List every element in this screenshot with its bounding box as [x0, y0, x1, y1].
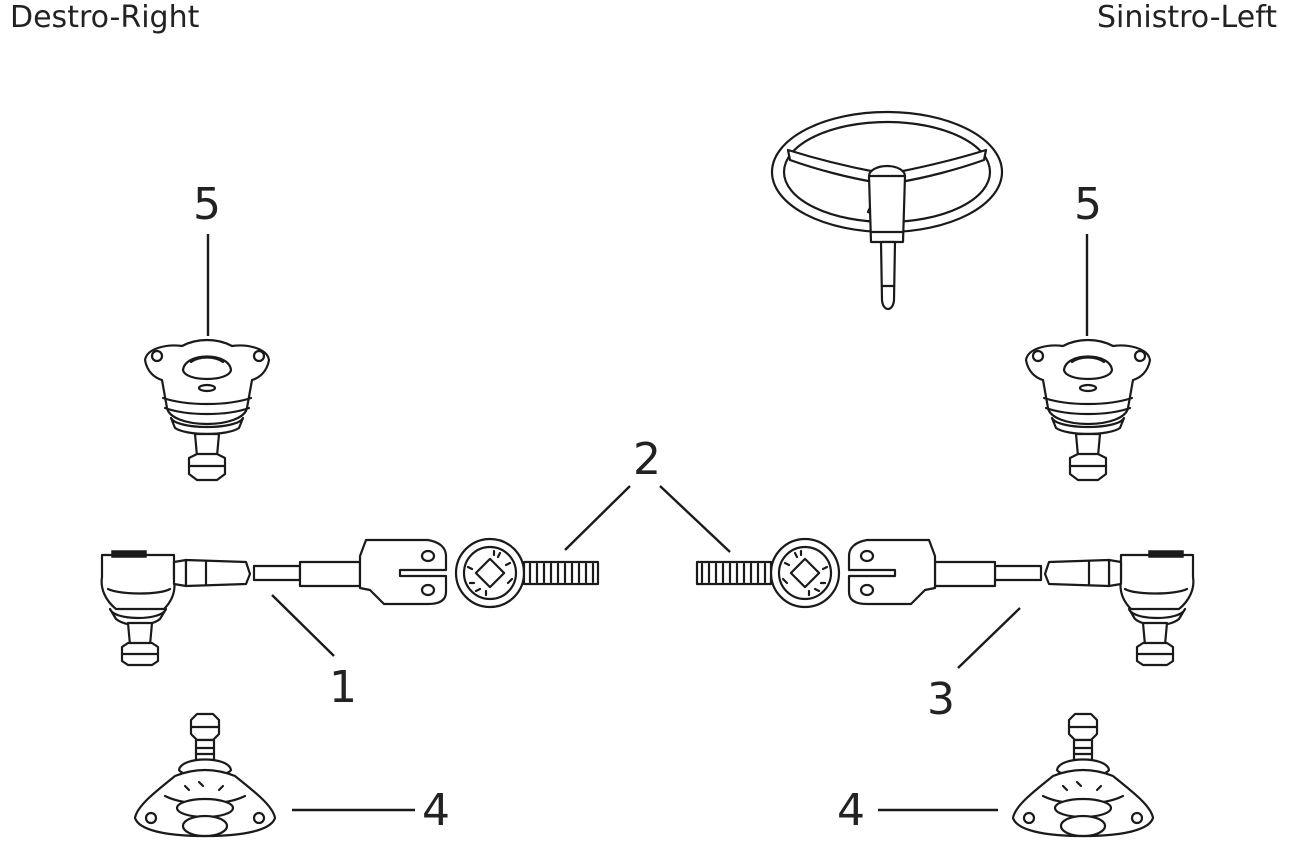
lower-ball-joint-left [1011, 712, 1155, 838]
callout-1: 1 [329, 662, 357, 713]
upper-ball-joint-right [143, 338, 271, 482]
callout-4-left: 4 [837, 785, 865, 836]
callout-3: 3 [927, 674, 955, 725]
leader-2b [659, 485, 731, 553]
leader-lines [206, 234, 1089, 812]
callout-2: 2 [633, 434, 661, 485]
callout-4-right: 4 [422, 785, 450, 836]
lower-ball-joint-right [133, 712, 277, 838]
leader-2a [564, 485, 631, 551]
callout-5-left: 5 [1074, 179, 1102, 230]
steering-wheel [770, 110, 1004, 311]
upper-ball-joint-left [1024, 338, 1152, 482]
header-left-side: Sinistro-Left [1097, 0, 1277, 35]
leader-3 [957, 607, 1021, 669]
tie-rod-assembly-right [100, 537, 600, 667]
callout-5-right: 5 [193, 179, 221, 230]
leader-1 [271, 594, 335, 657]
header-right-side: Destro-Right [10, 0, 200, 35]
tie-rod-assembly-left [695, 537, 1195, 667]
